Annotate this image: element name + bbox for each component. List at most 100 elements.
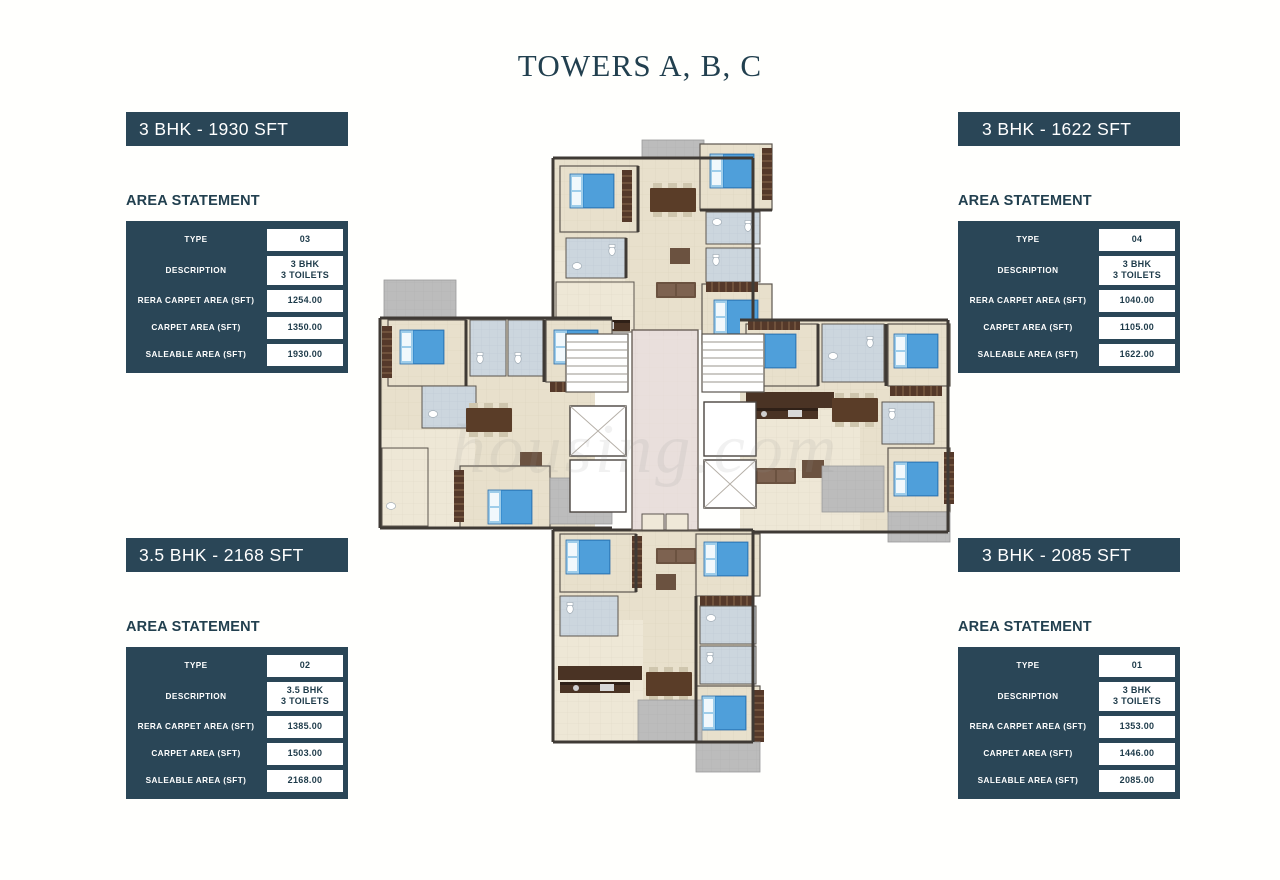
row-value-text-2: 3 TOILETS [1112,270,1162,280]
table-row: DESCRIPTION 3 BHK 3 TOILETS [126,253,344,287]
row-value: 1385.00 [266,714,344,739]
panel-badge-bottom-right: 3 BHK - 2085 SFT [958,538,1180,572]
table-row: TYPE 03 [126,226,344,253]
row-value-text: 1385.00 [287,720,323,731]
row-value: 3 BHK 3 TOILETS [1098,254,1176,286]
row-value-text: 1350.00 [287,321,323,332]
row-value-text: 3 BHK [290,258,320,269]
row-value: 1350.00 [266,315,344,340]
table-row: TYPE 01 [958,652,1176,679]
row-label: TYPE [184,235,208,244]
row-value: 1930.00 [266,342,344,367]
row-label: RERA CARPET AREA (SFT) [969,722,1087,731]
row-label: SALEABLE AREA (SFT) [977,776,1079,785]
row-value: 3 BHK 3 TOILETS [1098,680,1176,712]
table-row: DESCRIPTION 3 BHK 3 TOILETS [958,679,1176,713]
row-value-text: 3 BHK [1122,258,1152,269]
table-row: DESCRIPTION 3.5 BHK 3 TOILETS [126,679,344,713]
table-row: CARPET AREA (SFT) 1446.00 [958,740,1176,767]
row-value-text: 2085.00 [1119,774,1155,785]
panel-badge-bottom-left: 3.5 BHK - 2168 SFT [126,538,348,572]
floor-plan-image [370,130,960,790]
row-label: DESCRIPTION [165,691,227,701]
row-label: CARPET AREA (SFT) [151,323,241,332]
area-table-top-left: TYPE 03 DESCRIPTION 3 BHK 3 TOILETS RERA… [126,221,348,373]
row-value-text: 2168.00 [287,774,323,785]
area-table-bottom-left: TYPE 02 DESCRIPTION 3.5 BHK 3 TOILETS RE… [126,647,348,799]
table-row: SALEABLE AREA (SFT) 1930.00 [126,341,344,368]
table-row: SALEABLE AREA (SFT) 2085.00 [958,767,1176,794]
row-value-text: 1254.00 [287,294,323,305]
row-label: RERA CARPET AREA (SFT) [137,722,255,731]
area-table-top-right: TYPE 04 DESCRIPTION 3 BHK 3 TOILETS RERA… [958,221,1180,373]
row-value-text: 1622.00 [1119,348,1155,359]
row-label: DESCRIPTION [997,265,1059,275]
row-value: 1353.00 [1098,714,1176,739]
table-row: SALEABLE AREA (SFT) 1622.00 [958,341,1176,368]
row-label: TYPE [1016,235,1040,244]
unit-left [378,279,613,530]
row-value: 2085.00 [1098,768,1176,793]
panel-badge-top-right: 3 BHK - 1622 SFT [958,112,1180,146]
row-value-text: 1503.00 [287,747,323,758]
row-value: 02 [266,653,344,678]
panel-subtitle-top-left: AREA STATEMENT [126,193,260,209]
row-value: 1503.00 [266,741,344,766]
table-row: RERA CARPET AREA (SFT) 1040.00 [958,287,1176,314]
row-value-text-2: 3 TOILETS [280,696,330,706]
table-row: CARPET AREA (SFT) 1350.00 [126,314,344,341]
table-row: CARPET AREA (SFT) 1105.00 [958,314,1176,341]
page-title: TOWERS A, B, C [517,48,763,83]
table-row: CARPET AREA (SFT) 1503.00 [126,740,344,767]
unit-top [551,139,773,345]
central-core [565,329,765,531]
row-label: CARPET AREA (SFT) [983,749,1073,758]
table-row: SALEABLE AREA (SFT) 2168.00 [126,767,344,794]
row-value-text: 1930.00 [287,348,323,359]
row-value: 1254.00 [266,288,344,313]
row-value-text: 1040.00 [1119,294,1155,305]
row-value: 1622.00 [1098,342,1176,367]
row-value: 1040.00 [1098,288,1176,313]
table-row: DESCRIPTION 3 BHK 3 TOILETS [958,253,1176,287]
row-value: 04 [1098,227,1176,252]
row-value: 1446.00 [1098,741,1176,766]
row-label: DESCRIPTION [165,265,227,275]
panel-subtitle-bottom-left: AREA STATEMENT [126,619,260,635]
table-row: RERA CARPET AREA (SFT) 1353.00 [958,713,1176,740]
panel-badge-top-left: 3 BHK - 1930 SFT [126,112,348,146]
row-value-text: 3.5 BHK [286,684,324,695]
unit-bottom [551,528,765,773]
table-row: TYPE 04 [958,226,1176,253]
row-value-text: 01 [1131,659,1143,670]
row-label: RERA CARPET AREA (SFT) [137,296,255,305]
row-label: TYPE [1016,661,1040,670]
panel-subtitle-top-right: AREA STATEMENT [958,193,1092,209]
row-value: 1105.00 [1098,315,1176,340]
row-value: 03 [266,227,344,252]
row-label: SALEABLE AREA (SFT) [977,350,1079,359]
area-panel-bottom-left: 3.5 BHK - 2168 SFT AREA STATEMENT TYPE 0… [126,538,348,799]
row-value-text: 1446.00 [1119,747,1155,758]
row-value-text-2: 3 TOILETS [1112,696,1162,706]
row-value: 3.5 BHK 3 TOILETS [266,680,344,712]
row-value: 2168.00 [266,768,344,793]
row-label: SALEABLE AREA (SFT) [145,776,247,785]
row-value-text: 1105.00 [1119,321,1155,332]
row-label: CARPET AREA (SFT) [983,323,1073,332]
row-value-text: 02 [299,659,311,670]
area-table-bottom-right: TYPE 01 DESCRIPTION 3 BHK 3 TOILETS RERA… [958,647,1180,799]
panel-subtitle-bottom-right: AREA STATEMENT [958,619,1092,635]
row-value-text: 03 [299,233,311,244]
row-value-text-2: 3 TOILETS [280,270,330,280]
row-label: DESCRIPTION [997,691,1059,701]
table-row: TYPE 02 [126,652,344,679]
row-label: SALEABLE AREA (SFT) [145,350,247,359]
row-label: CARPET AREA (SFT) [151,749,241,758]
row-value-text: 1353.00 [1119,720,1155,731]
row-value: 3 BHK 3 TOILETS [266,254,344,286]
area-panel-top-left: 3 BHK - 1930 SFT AREA STATEMENT TYPE 03 … [126,112,348,373]
unit-right [740,318,955,543]
row-value: 01 [1098,653,1176,678]
